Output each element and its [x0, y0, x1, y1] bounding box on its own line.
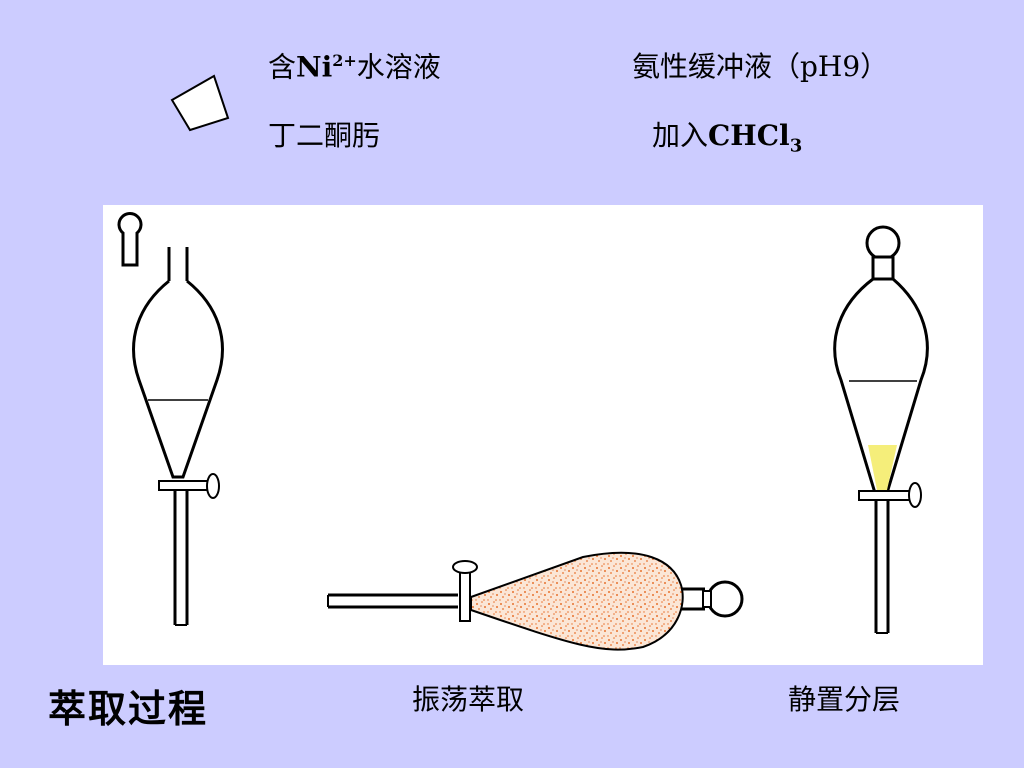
ni-solution-prefix: 含 [268, 50, 297, 84]
separatory-funnel-icon [117, 212, 224, 626]
apparatus-diagram [117, 212, 929, 651]
diagram-panel [103, 205, 983, 665]
process-title: 萃取过程 [48, 686, 209, 731]
ni-charge: 2+ [332, 51, 357, 70]
chcl3-formula: CHCl [708, 119, 790, 152]
stopper-icon [170, 74, 230, 132]
add-prefix: 加入 [652, 119, 709, 152]
separatory-funnel-layered-icon [833, 225, 929, 634]
chcl3-label: 加入CHCl3 [652, 122, 802, 156]
ni-solution-label: 含Ni2+水溶液 [268, 53, 441, 81]
settle-caption: 静置分层 [788, 683, 901, 716]
shake-caption: 振荡萃取 [412, 683, 525, 716]
buffer-label: 氨性缓冲液（pH9） [632, 53, 888, 81]
ni-solution-suffix: 水溶液 [356, 50, 441, 84]
buffer-text: 氨性缓冲液（pH9） [632, 50, 889, 83]
chcl3-subscript: 3 [789, 135, 803, 157]
shaking-funnel-icon [327, 551, 744, 651]
dimethylglyoxime-label: 丁二酮肟 [268, 122, 380, 150]
ni-formula: Ni [296, 50, 333, 84]
dimethylglyoxime-text: 丁二酮肟 [268, 119, 381, 152]
